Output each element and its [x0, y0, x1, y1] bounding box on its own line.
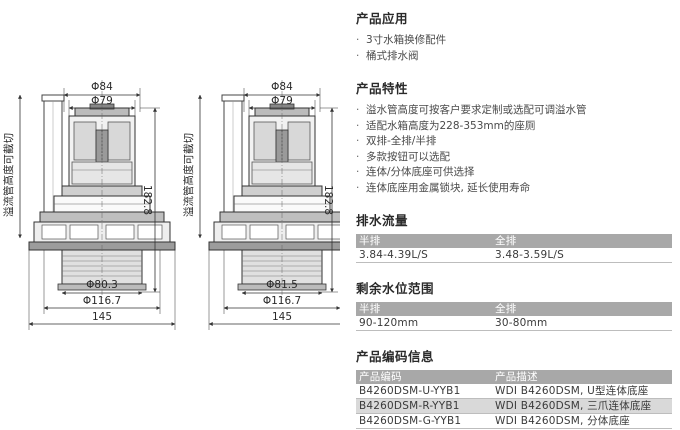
- water-level-table: 半排 全排 90-120mm 30-80mm: [356, 302, 672, 331]
- dim-top-dia2-left: Φ79: [91, 95, 113, 107]
- flow-section: 排水流量 半排 全排 3.84-4.39L/S 3.48-3.59L/S: [356, 210, 672, 263]
- features-section: 产品特性 溢水管高度可按客户要求定制或选配可调溢水管 适配水箱高度为228-35…: [356, 78, 587, 196]
- code-cell: B4260DSM-R-YYB1: [356, 398, 492, 414]
- dim-width-right: 145: [272, 311, 292, 323]
- application-item: 桶式排水阀: [356, 49, 446, 65]
- dim-top-dia1-left: Φ84: [91, 81, 113, 93]
- dim-bottom-dia2-left: Φ116.7: [83, 295, 121, 307]
- codes-title: 产品编码信息: [356, 349, 435, 364]
- dim-top-dia2-right: Φ79: [271, 95, 293, 107]
- dim-top-dia1-right: Φ84: [271, 81, 293, 93]
- table-row: B4260DSM-R-YYB1 WDI B4260DSM, 三爪连体底座: [356, 398, 672, 414]
- flow-value-half: 3.84-4.39L/S: [356, 248, 492, 263]
- water-header-full: 全排: [492, 302, 672, 316]
- dim-height-right: 182.8: [322, 185, 334, 215]
- feature-item: 多款按钮可以选配: [356, 150, 587, 166]
- dim-bottom-dia2-right: Φ116.7: [263, 295, 301, 307]
- flow-table: 半排 全排 3.84-4.39L/S 3.48-3.59L/S: [356, 234, 672, 263]
- valve-drawing-r: [208, 79, 340, 301]
- dim-height-left: 182.8: [141, 185, 153, 215]
- application-item: 3寸水箱换修配件: [356, 33, 446, 49]
- application-title: 产品应用: [356, 11, 409, 26]
- flow-header-half: 半排: [356, 234, 492, 248]
- water-value-half: 90-120mm: [356, 316, 492, 331]
- desc-cell: WDI B4260DSM, U型连体底座: [492, 384, 672, 399]
- feature-item: 溢水管高度可按客户要求定制或选配可调溢水管: [356, 103, 587, 119]
- dim-width-left: 145: [92, 311, 112, 323]
- table-row: B4260DSM-G-YYB1 WDI B4260DSM, 分体底座: [356, 413, 672, 429]
- feature-item: 双排-全排/半排: [356, 134, 587, 150]
- technical-drawing: Φ84 Φ79 182.8 Φ80.3 Φ116.7 145 溢流管高度可截切 …: [2, 79, 340, 330]
- desc-cell: WDI B4260DSM, 三爪连体底座: [492, 398, 672, 414]
- codes-section: 产品编码信息 产品编码 产品描述 B4260DSM-U-YYB1 WDI B42…: [356, 346, 672, 429]
- codes-table: 产品编码 产品描述 B4260DSM-U-YYB1 WDI B4260DSM, …: [356, 370, 672, 429]
- water-value-full: 30-80mm: [492, 316, 672, 331]
- water-level-title: 剩余水位范围: [356, 281, 435, 296]
- feature-item: 适配水箱高度为228-353mm的座厕: [356, 119, 587, 135]
- water-level-section: 剩余水位范围 半排 全排 90-120mm 30-80mm: [356, 278, 672, 331]
- table-header-row: 半排 全排: [356, 302, 672, 316]
- desc-cell: WDI B4260DSM, 分体底座: [492, 413, 672, 429]
- table-row: B4260DSM-U-YYB1 WDI B4260DSM, U型连体底座: [356, 384, 672, 399]
- water-header-half: 半排: [356, 302, 492, 316]
- codes-header-code: 产品编码: [356, 370, 492, 384]
- feature-item: 连体/分体底座可供选择: [356, 165, 587, 181]
- application-section: 产品应用 3寸水箱换修配件 桶式排水阀: [356, 8, 446, 64]
- table-row: 3.84-4.39L/S 3.48-3.59L/S: [356, 248, 672, 263]
- table-header-row: 半排 全排: [356, 234, 672, 248]
- overflow-label-right: 溢流管高度可截切: [182, 133, 195, 217]
- flow-title: 排水流量: [356, 213, 409, 228]
- features-title: 产品特性: [356, 81, 409, 96]
- flow-header-full: 全排: [492, 234, 672, 248]
- flow-value-full: 3.48-3.59L/S: [492, 248, 672, 263]
- features-list: 溢水管高度可按客户要求定制或选配可调溢水管 适配水箱高度为228-353mm的座…: [356, 103, 587, 196]
- dim-bottom-dia1-left: Φ80.3: [86, 279, 118, 291]
- feature-item: 连体底座用金属锁块, 延长使用寿命: [356, 181, 587, 197]
- table-header-row: 产品编码 产品描述: [356, 370, 672, 384]
- code-cell: B4260DSM-U-YYB1: [356, 384, 492, 399]
- table-row: 90-120mm 30-80mm: [356, 316, 672, 331]
- overflow-label-left: 溢流管高度可截切: [2, 133, 15, 217]
- dim-bottom-dia1-right: Φ81.5: [266, 279, 298, 291]
- code-cell: B4260DSM-G-YYB1: [356, 413, 492, 429]
- codes-header-desc: 产品描述: [492, 370, 672, 384]
- application-list: 3寸水箱换修配件 桶式排水阀: [356, 33, 446, 64]
